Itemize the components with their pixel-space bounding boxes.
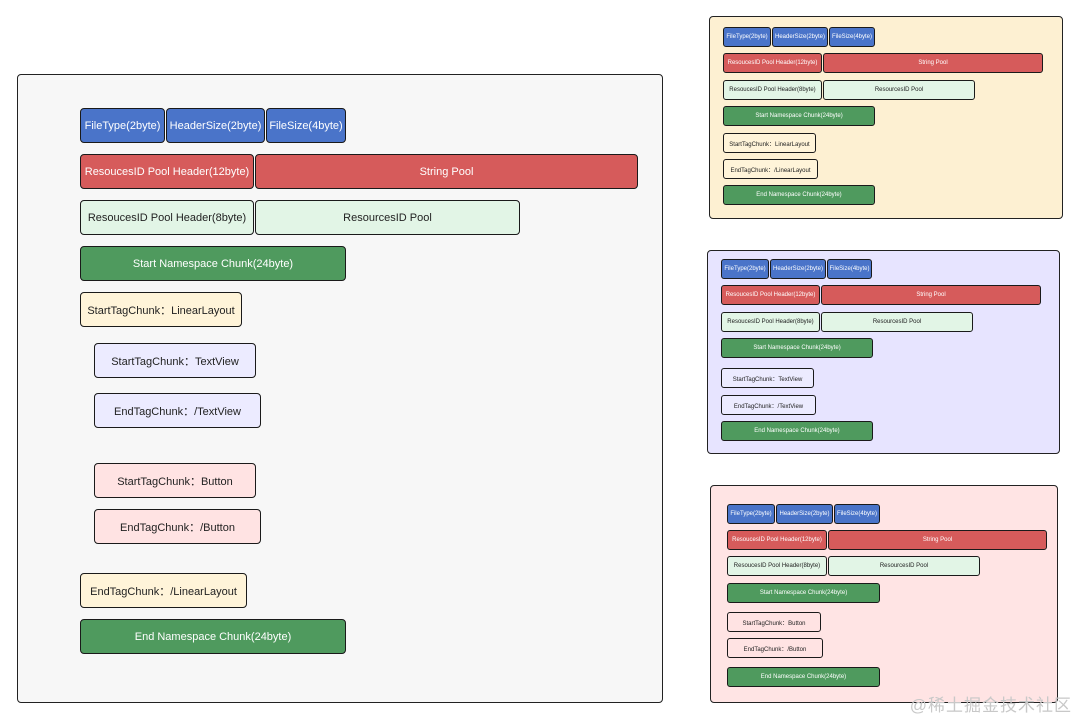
bottom-end-namespace-chunk-block: End Namespace Chunk(24byte) [727, 667, 880, 687]
middle-string-pool-block: String Pool [821, 285, 1041, 305]
bottom-file-type-block: FileType(2byte) [727, 504, 775, 524]
middle-header-size-block: HeaderSize(2byte) [770, 259, 826, 279]
middle-start-tag-block: StartTagChunk：TextView [721, 368, 814, 388]
start-namespace-chunk-block: Start Namespace Chunk(24byte) [80, 246, 346, 281]
middle-resource-id-pool-header-12-block: ResoucesID Pool Header(12byte) [721, 285, 820, 305]
resource-id-pool-header-12-block: ResoucesID Pool Header(12byte) [80, 154, 254, 189]
top-resource-id-pool-header-8-block: ResoucesID Pool Header(8byte) [723, 80, 822, 100]
header-size-block: HeaderSize(2byte) [166, 108, 265, 143]
file-size-block: FileSize(4byte) [266, 108, 346, 143]
end-namespace-chunk-block: End Namespace Chunk(24byte) [80, 619, 346, 654]
bottom-start-namespace-chunk-block: Start Namespace Chunk(24byte) [727, 583, 880, 603]
bottom-resource-id-pool-header-12-block: ResoucesID Pool Header(12byte) [727, 530, 827, 550]
bottom-header-size-block: HeaderSize(2byte) [776, 504, 833, 524]
string-pool-block: String Pool [255, 154, 638, 189]
bottom-end-tag-block: EndTagChunk：/Button [727, 638, 823, 658]
top-start-tag-block: StartTagChunk：LinearLayout [723, 133, 816, 153]
bottom-file-size-block: FileSize(4byte) [834, 504, 880, 524]
middle-resource-id-pool-block: ResourcesID Pool [821, 312, 973, 332]
top-resource-id-pool-header-12-block: ResoucesID Pool Header(12byte) [723, 53, 822, 73]
bottom-resource-id-pool-header-8-block: ResoucesID Pool Header(8byte) [727, 556, 827, 576]
bottom-start-tag-block: StartTagChunk：Button [727, 612, 821, 632]
end-tag-textview-block: EndTagChunk：/TextView [94, 393, 261, 428]
top-end-tag-block: EndTagChunk：/LinearLayout [723, 159, 818, 179]
middle-file-size-block: FileSize(4byte) [827, 259, 872, 279]
top-file-size-block: FileSize(4byte) [829, 27, 875, 47]
start-tag-textview-block: StartTagChunk：TextView [94, 343, 256, 378]
top-file-type-block: FileType(2byte) [723, 27, 771, 47]
top-string-pool-block: String Pool [823, 53, 1043, 73]
top-end-namespace-chunk-block: End Namespace Chunk(24byte) [723, 185, 875, 205]
middle-end-namespace-chunk-block: End Namespace Chunk(24byte) [721, 421, 873, 441]
file-type-block: FileType(2byte) [80, 108, 165, 143]
middle-start-namespace-chunk-block: Start Namespace Chunk(24byte) [721, 338, 873, 358]
start-tag-linear-layout-block: StartTagChunk：LinearLayout [80, 292, 242, 327]
bottom-string-pool-block: String Pool [828, 530, 1047, 550]
start-tag-button-block: StartTagChunk：Button [94, 463, 256, 498]
top-start-namespace-chunk-block: Start Namespace Chunk(24byte) [723, 106, 875, 126]
top-header-size-block: HeaderSize(2byte) [772, 27, 828, 47]
top-resource-id-pool-block: ResourcesID Pool [823, 80, 975, 100]
end-tag-button-block: EndTagChunk：/Button [94, 509, 261, 544]
middle-resource-id-pool-header-8-block: ResoucesID Pool Header(8byte) [721, 312, 820, 332]
bottom-resource-id-pool-block: ResourcesID Pool [828, 556, 980, 576]
watermark: @稀土掘金技术社区 [909, 696, 1072, 715]
middle-end-tag-block: EndTagChunk：/TextView [721, 395, 816, 415]
middle-file-type-block: FileType(2byte) [721, 259, 769, 279]
resource-id-pool-block: ResourcesID Pool [255, 200, 520, 235]
resource-id-pool-header-8-block: ResoucesID Pool Header(8byte) [80, 200, 254, 235]
end-tag-linear-layout-block: EndTagChunk：/LinearLayout [80, 573, 247, 608]
